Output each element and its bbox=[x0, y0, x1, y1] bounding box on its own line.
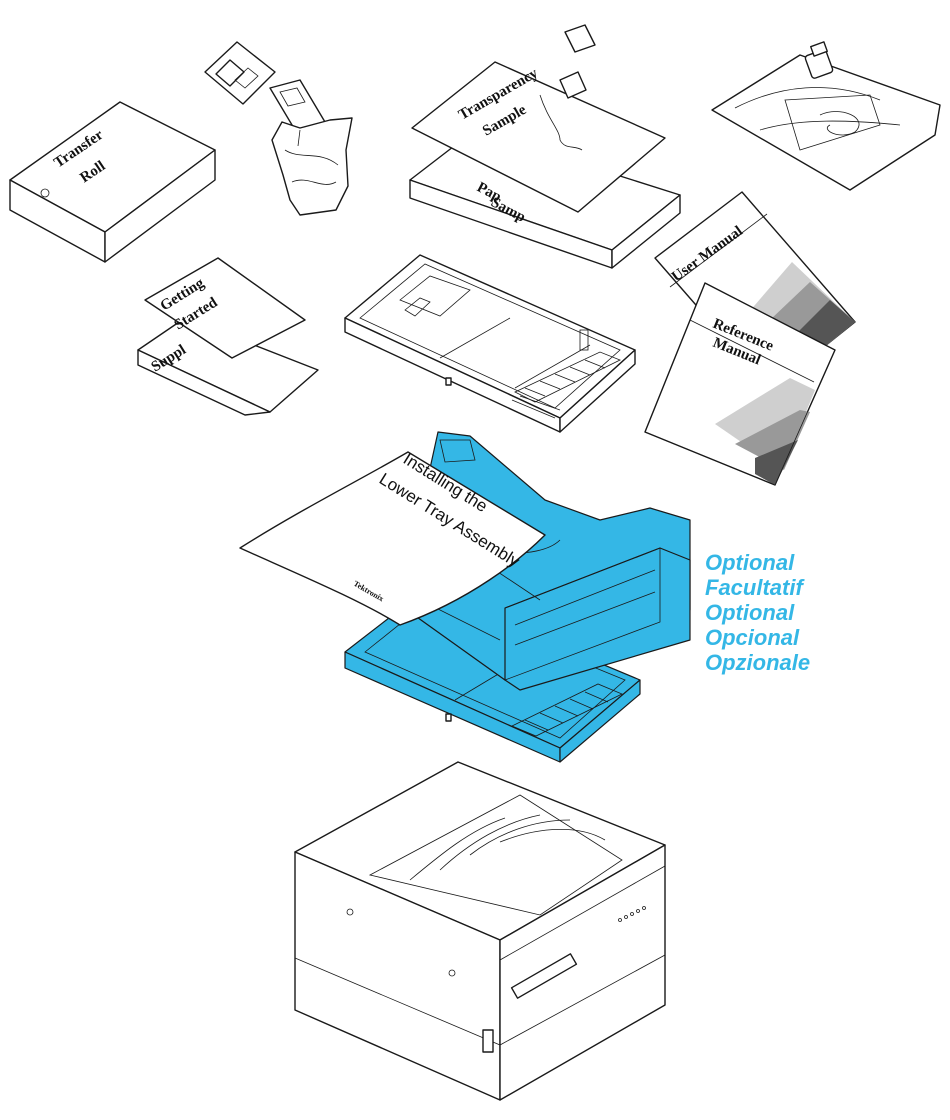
tray-grid-strip bbox=[514, 351, 621, 403]
optional-label-fr: Facultatif bbox=[705, 575, 803, 600]
optional-label-en: Optional bbox=[705, 550, 795, 575]
optional-label-es: Opcional bbox=[705, 625, 800, 650]
supplies-leaflet: Suppl bbox=[137, 317, 319, 416]
reference-manual: Reference Manual bbox=[644, 282, 836, 486]
transfer-roll-box: Transfer Roll bbox=[9, 101, 216, 263]
installation-guide-sheet: Installing the Lower Tray Assembly Tektr… bbox=[239, 449, 546, 626]
optional-label-it: Opzionale bbox=[705, 650, 811, 675]
optional-lower-tray-assembly bbox=[344, 431, 691, 763]
paper-tray bbox=[344, 254, 636, 433]
getting-started-leaflet: Getting Started bbox=[144, 257, 306, 359]
bottle-icon bbox=[804, 41, 834, 79]
optional-labels: Optional Facultatif Optional Opcional Op… bbox=[705, 550, 810, 675]
printer bbox=[294, 761, 666, 1101]
printer-indicator-lights bbox=[618, 906, 646, 922]
floppy-disk-2 bbox=[269, 79, 326, 131]
lower-tray-grid-strip bbox=[511, 683, 623, 737]
disk-pouch bbox=[271, 117, 353, 216]
floppy-disk-1 bbox=[204, 41, 276, 105]
maintenance-kit-bag bbox=[711, 41, 941, 191]
optional-label-de: Optional bbox=[705, 600, 795, 625]
floppy-disks bbox=[204, 41, 353, 216]
